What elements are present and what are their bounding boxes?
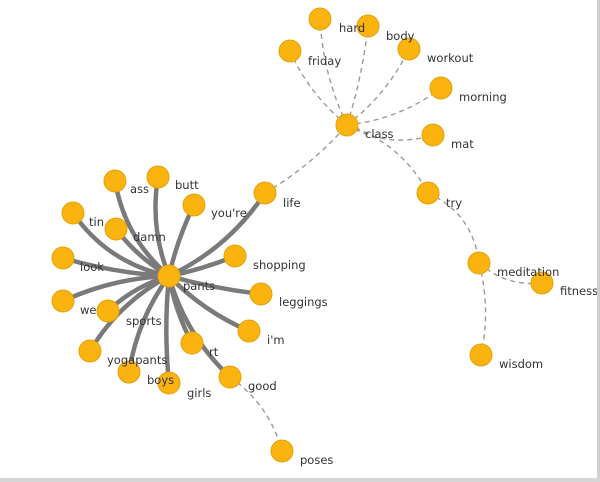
node-im[interactable] [237,319,261,343]
node-life[interactable] [253,181,277,205]
node-hard[interactable] [308,7,332,31]
node-label-body: body [386,29,415,43]
node-label-meditation: meditation [497,265,559,279]
node-morning[interactable] [429,76,453,100]
node-label-youre: you're [211,206,247,220]
node-mat[interactable] [421,123,445,147]
node-shopping[interactable] [223,244,247,268]
node-label-workout: workout [427,51,474,65]
window-frame-right [597,0,600,482]
node-fitness[interactable] [530,271,554,295]
node-label-pants: pants [183,279,215,293]
node-leggings[interactable] [249,282,273,306]
node-body[interactable] [356,14,380,38]
edge-pants-we [60,273,172,304]
node-workout[interactable] [397,37,421,61]
node-label-tin: tin [89,215,104,229]
node-label-damn: damn [133,230,166,244]
edge-life-class [264,124,348,194]
node-look[interactable] [51,246,75,270]
node-sports[interactable] [96,299,120,323]
node-label-fitness: fitness [560,284,598,298]
node-boys[interactable] [117,360,141,384]
node-meditation[interactable] [467,251,491,275]
edge-class-try [346,124,429,194]
node-label-boys: boys [147,373,174,387]
node-damn[interactable] [104,217,128,241]
node-label-life: life [283,196,301,210]
node-label-yogapants: yogapants [107,353,167,367]
node-label-hard: hard [339,21,365,35]
edge-pants-tin [70,210,172,279]
node-label-morning: morning [459,90,507,104]
node-poses[interactable] [270,439,294,463]
node-good[interactable] [218,365,242,389]
node-friday[interactable] [278,39,302,63]
node-label-leggings: leggings [279,295,328,309]
node-label-try: try [446,196,462,210]
node-label-girls: girls [187,386,211,400]
node-label-shopping: shopping [253,258,306,272]
edge-class-workout [346,48,410,126]
node-try[interactable] [416,181,440,205]
node-pants[interactable] [157,264,181,288]
node-label-class: class [365,127,394,141]
edge-pants-life [166,190,268,279]
node-yogapants[interactable] [78,339,102,363]
nodes-layer [51,7,554,463]
node-we[interactable] [51,289,75,313]
node-label-poses: poses [300,453,333,467]
node-label-we: we [80,303,96,317]
node-label-rt: rt [209,345,219,359]
node-youre[interactable] [182,193,206,217]
node-label-look: look [80,260,104,274]
node-girls[interactable] [157,371,181,395]
node-label-friday: friday [308,54,341,68]
node-tin[interactable] [61,201,85,225]
edge-class-body [346,25,369,126]
node-label-mat: mat [451,137,474,151]
edge-pants-yogapants [87,273,172,354]
node-wisdom[interactable] [469,343,493,367]
window-frame-bottom [0,478,600,482]
edge-pants-good [166,273,233,380]
labels-layer: pants ass butt you're tin damn look life shoppin… [80,21,598,467]
node-butt[interactable] [146,165,170,189]
node-rt[interactable] [180,331,204,355]
edge-class-morning [346,87,442,126]
node-label-good: good [248,379,277,393]
node-label-wisdom: wisdom [499,357,543,371]
edge-meditation-wisdom [478,262,487,356]
node-label-butt: butt [175,178,199,192]
node-label-ass: ass [130,182,149,196]
edge-class-hard [319,18,348,126]
node-label-sports: sports [126,314,162,328]
node-ass[interactable] [103,169,127,193]
node-class[interactable] [335,113,359,137]
node-label-im: i'm [267,333,285,347]
edge-pants-butt [153,174,172,279]
